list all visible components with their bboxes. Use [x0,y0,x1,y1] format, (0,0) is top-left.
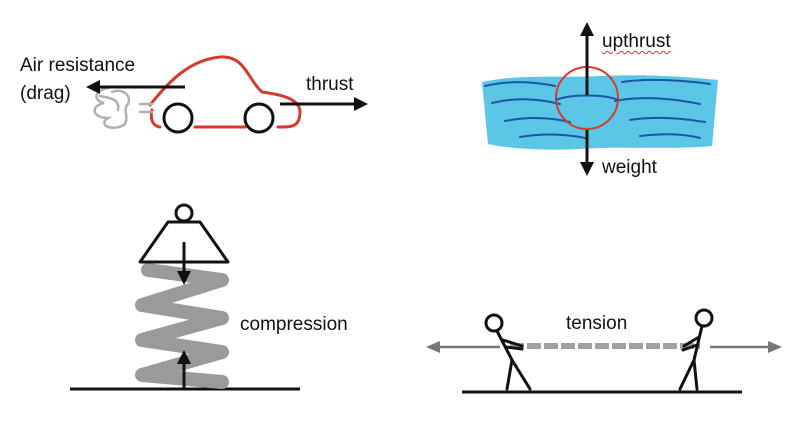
rope-panel [426,308,782,394]
water-body [482,75,718,150]
drag-label: (drag) [20,83,71,104]
weight-knob [174,203,194,223]
weight-label: weight [602,157,657,178]
tension-arrow-right [710,341,782,353]
thrust-arrow [280,97,368,111]
car-wheel-front [243,102,275,134]
water-panel [482,22,718,176]
stick-figure-right [678,308,714,391]
tension-arrow-left [426,341,500,353]
exhaust-cloud [93,86,154,129]
weight-arrow [580,130,594,176]
car-wheel-rear [162,102,194,134]
drag-arrow [86,80,185,94]
compression-label: compression [240,314,348,335]
tension-label: tension [566,313,628,334]
spring-down-arrow [177,242,191,285]
air-resistance-label: Air resistance [20,55,136,76]
water-ripples [484,78,711,139]
car-panel [86,55,368,134]
spring-panel [70,203,300,391]
buoy-waterline [555,94,619,101]
upthrust-arrow [580,22,594,95]
spring-coils [135,263,229,389]
spring-up-arrow [177,350,191,388]
stick-figure-left [484,313,532,391]
thrust-label: thrust [306,74,354,95]
upthrust-label: upthrust [602,31,671,52]
